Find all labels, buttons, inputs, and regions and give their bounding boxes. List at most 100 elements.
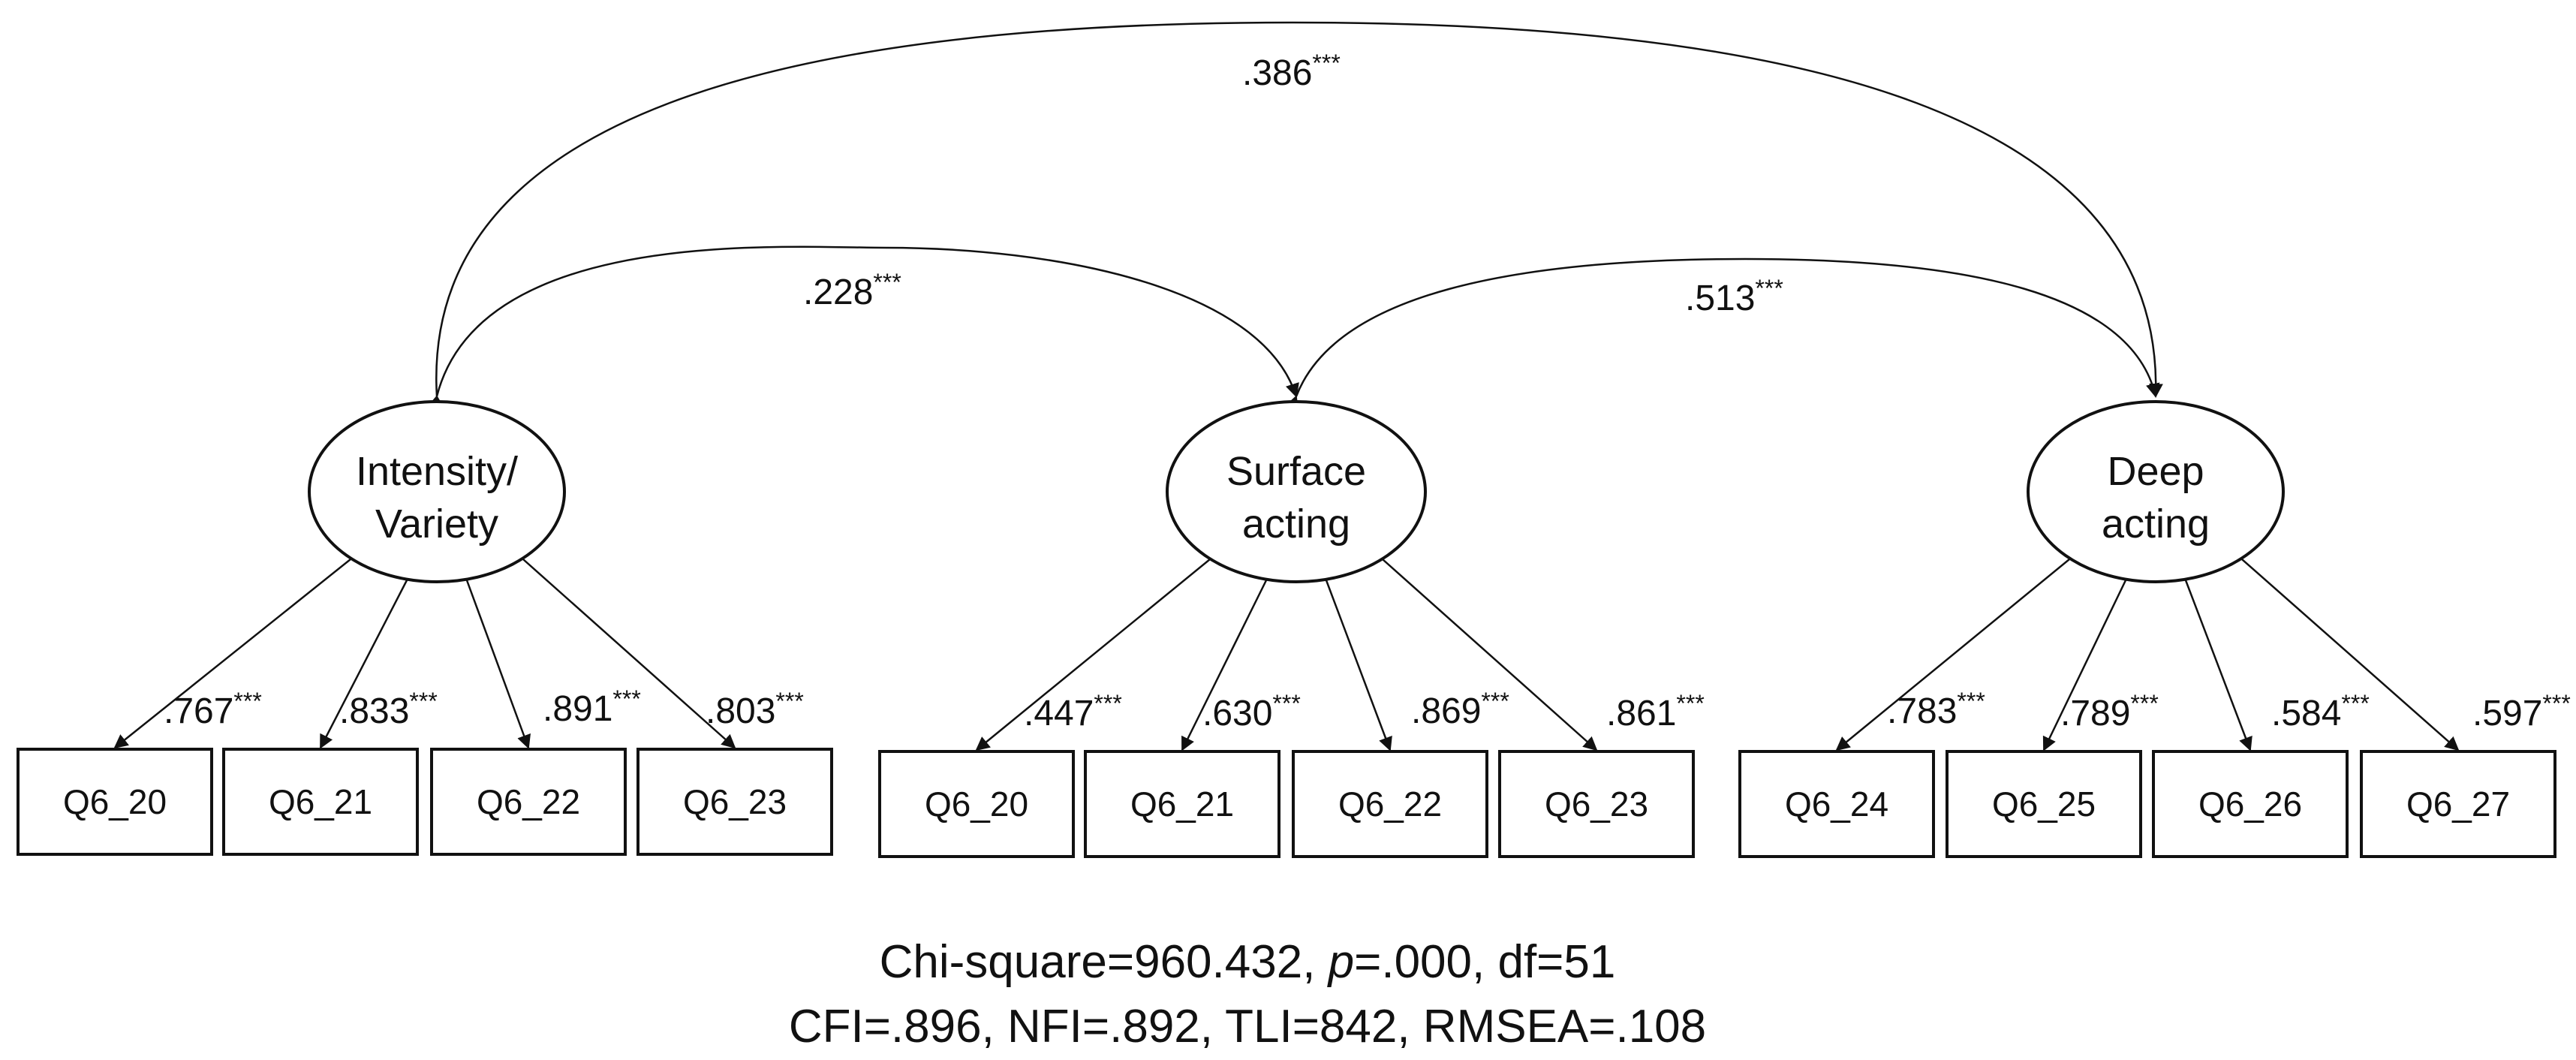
indicator-label: Q6_22 <box>477 782 580 821</box>
loading-value: .891 <box>543 689 612 729</box>
indicator-label: Q6_24 <box>1785 784 1888 824</box>
loading-value: .789 <box>2060 694 2130 733</box>
latent-surface-ellipse <box>1166 400 1427 583</box>
loading-label-deep-q6_24: .783*** <box>1887 688 1985 731</box>
loading-value: .833 <box>339 691 409 731</box>
indicator-box-surface-q6_20 <box>878 750 1075 858</box>
loading-path-intensity-q6_20 <box>113 559 351 749</box>
significance-stars: *** <box>1094 690 1121 717</box>
loading-label-intensity-q6_20: .767*** <box>164 688 262 731</box>
latent-intensity-label: Intensity/Variety <box>356 449 518 547</box>
indicator-box-intensity-q6_22 <box>430 748 627 856</box>
significance-stars: *** <box>2542 690 2570 717</box>
significance-stars: *** <box>873 269 901 296</box>
indicator-box-deep-q6_25 <box>1946 750 2142 858</box>
latent-surface-label: Surface acting <box>1226 449 1366 547</box>
significance-stars: *** <box>775 688 803 715</box>
loading-label-intensity-q6_21: .833*** <box>339 688 438 731</box>
significance-stars: *** <box>1676 690 1704 717</box>
latent-deep-label: Deep acting <box>2102 449 2210 547</box>
indicator-box-surface-q6_21 <box>1084 750 1280 858</box>
loading-label-surface-q6_22: .869*** <box>1411 688 1509 731</box>
loading-value: .869 <box>1411 691 1481 731</box>
loading-path-deep-q6_26 <box>2184 580 2252 751</box>
loading-path-surface-q6_22 <box>1325 580 1392 751</box>
correlation-value: .513 <box>1685 279 1755 318</box>
indicator-box-deep-q6_24 <box>1738 750 1935 858</box>
fit-statistics-line1: Chi-square=960.432, p=.000, df=51 <box>880 936 1616 988</box>
indicator-label: Q6_21 <box>1130 784 1234 824</box>
significance-stars: *** <box>233 688 261 715</box>
correlation-label-surface-deep: .513*** <box>1685 275 1783 318</box>
significance-stars: *** <box>1755 275 1783 302</box>
loading-path-deep-q6_24 <box>1835 559 2070 751</box>
loading-value: .803 <box>706 691 775 731</box>
indicator-label: Q6_20 <box>925 784 1028 824</box>
correlation-label-intensity-surface: .228*** <box>803 269 901 312</box>
loading-path-surface-q6_23 <box>1382 559 1598 751</box>
loading-label-deep-q6_27: .597*** <box>2472 690 2571 733</box>
latent-label-line: Deep <box>2107 449 2204 494</box>
loading-label-surface-q6_21: .630*** <box>1202 690 1301 733</box>
loading-path-intensity-q6_21 <box>319 580 408 749</box>
latent-label-line: Intensity/ <box>356 449 518 494</box>
indicator-label: Q6_21 <box>269 782 372 821</box>
significance-stars: *** <box>1272 690 1300 717</box>
fit-statistics-line2: CFI=.896, NFI=.892, TLI=842, RMSEA=.108 <box>789 1001 1706 1052</box>
significance-stars: *** <box>409 688 437 715</box>
indicator-label: Q6_26 <box>2198 784 2302 824</box>
indicator-label: Q6_22 <box>1338 784 1442 824</box>
indicator-box-intensity-q6_20 <box>17 748 213 856</box>
significance-stars: *** <box>1312 50 1340 77</box>
loading-path-surface-q6_20 <box>975 559 1211 751</box>
loading-value: .630 <box>1202 694 1272 733</box>
loading-path-intensity-q6_22 <box>465 580 531 749</box>
loading-value: .861 <box>1606 694 1676 733</box>
loading-label-intensity-q6_22: .891*** <box>543 685 641 729</box>
indicator-box-surface-q6_23 <box>1498 750 1695 858</box>
correlation-value: .228 <box>803 273 873 312</box>
loading-value: .584 <box>2271 694 2341 733</box>
latent-label-line: acting <box>2102 501 2210 547</box>
loading-path-deep-q6_27 <box>2241 559 2460 751</box>
fit-segment: p <box>1327 936 1354 988</box>
indicator-box-surface-q6_22 <box>1292 750 1488 858</box>
significance-stars: *** <box>1481 688 1509 715</box>
loading-value: .767 <box>164 691 233 731</box>
indicator-box-deep-q6_27 <box>2360 750 2556 858</box>
significance-stars: *** <box>1957 688 1985 715</box>
indicator-label: Q6_27 <box>2406 784 2510 824</box>
loading-label-intensity-q6_23: .803*** <box>706 688 804 731</box>
latent-label-line: acting <box>1242 501 1350 547</box>
loading-value: .447 <box>1024 694 1094 733</box>
fit-segment: =.000, df=51 <box>1354 936 1615 988</box>
loading-path-surface-q6_21 <box>1181 580 1268 751</box>
significance-stars: *** <box>612 685 640 712</box>
loading-path-deep-q6_25 <box>2042 580 2127 751</box>
latent-label-line: Variety <box>375 501 498 547</box>
loading-label-deep-q6_26: .584*** <box>2271 690 2370 733</box>
loading-value: .783 <box>1887 691 1957 731</box>
fit-segment: CFI=.896, NFI=.892, TLI=842, RMSEA=.108 <box>789 1001 1706 1052</box>
indicator-box-intensity-q6_23 <box>636 748 833 856</box>
significance-stars: *** <box>2341 690 2369 717</box>
indicator-box-deep-q6_26 <box>2152 750 2349 858</box>
latent-deep-ellipse <box>2027 400 2285 583</box>
loading-label-deep-q6_25: .789*** <box>2060 690 2159 733</box>
correlation-curve-surface-deep <box>1285 257 2160 411</box>
significance-stars: *** <box>2130 690 2158 717</box>
loading-path-intensity-q6_23 <box>522 559 736 749</box>
loading-label-surface-q6_23: .861*** <box>1606 690 1705 733</box>
latent-intensity-ellipse <box>308 400 566 583</box>
correlation-curve-intensity-surface <box>426 245 1299 411</box>
fit-segment: Chi-square=960.432, <box>880 936 1329 988</box>
correlation-value: .386 <box>1242 53 1312 93</box>
indicator-label: Q6_23 <box>683 782 787 821</box>
indicator-label: Q6_20 <box>63 782 167 821</box>
indicator-label: Q6_25 <box>1992 784 2096 824</box>
latent-label-line: Surface <box>1226 449 1366 494</box>
correlation-label-intensity-deep: .386*** <box>1242 50 1341 93</box>
loading-label-surface-q6_20: .447*** <box>1024 690 1122 733</box>
indicator-label: Q6_23 <box>1545 784 1648 824</box>
